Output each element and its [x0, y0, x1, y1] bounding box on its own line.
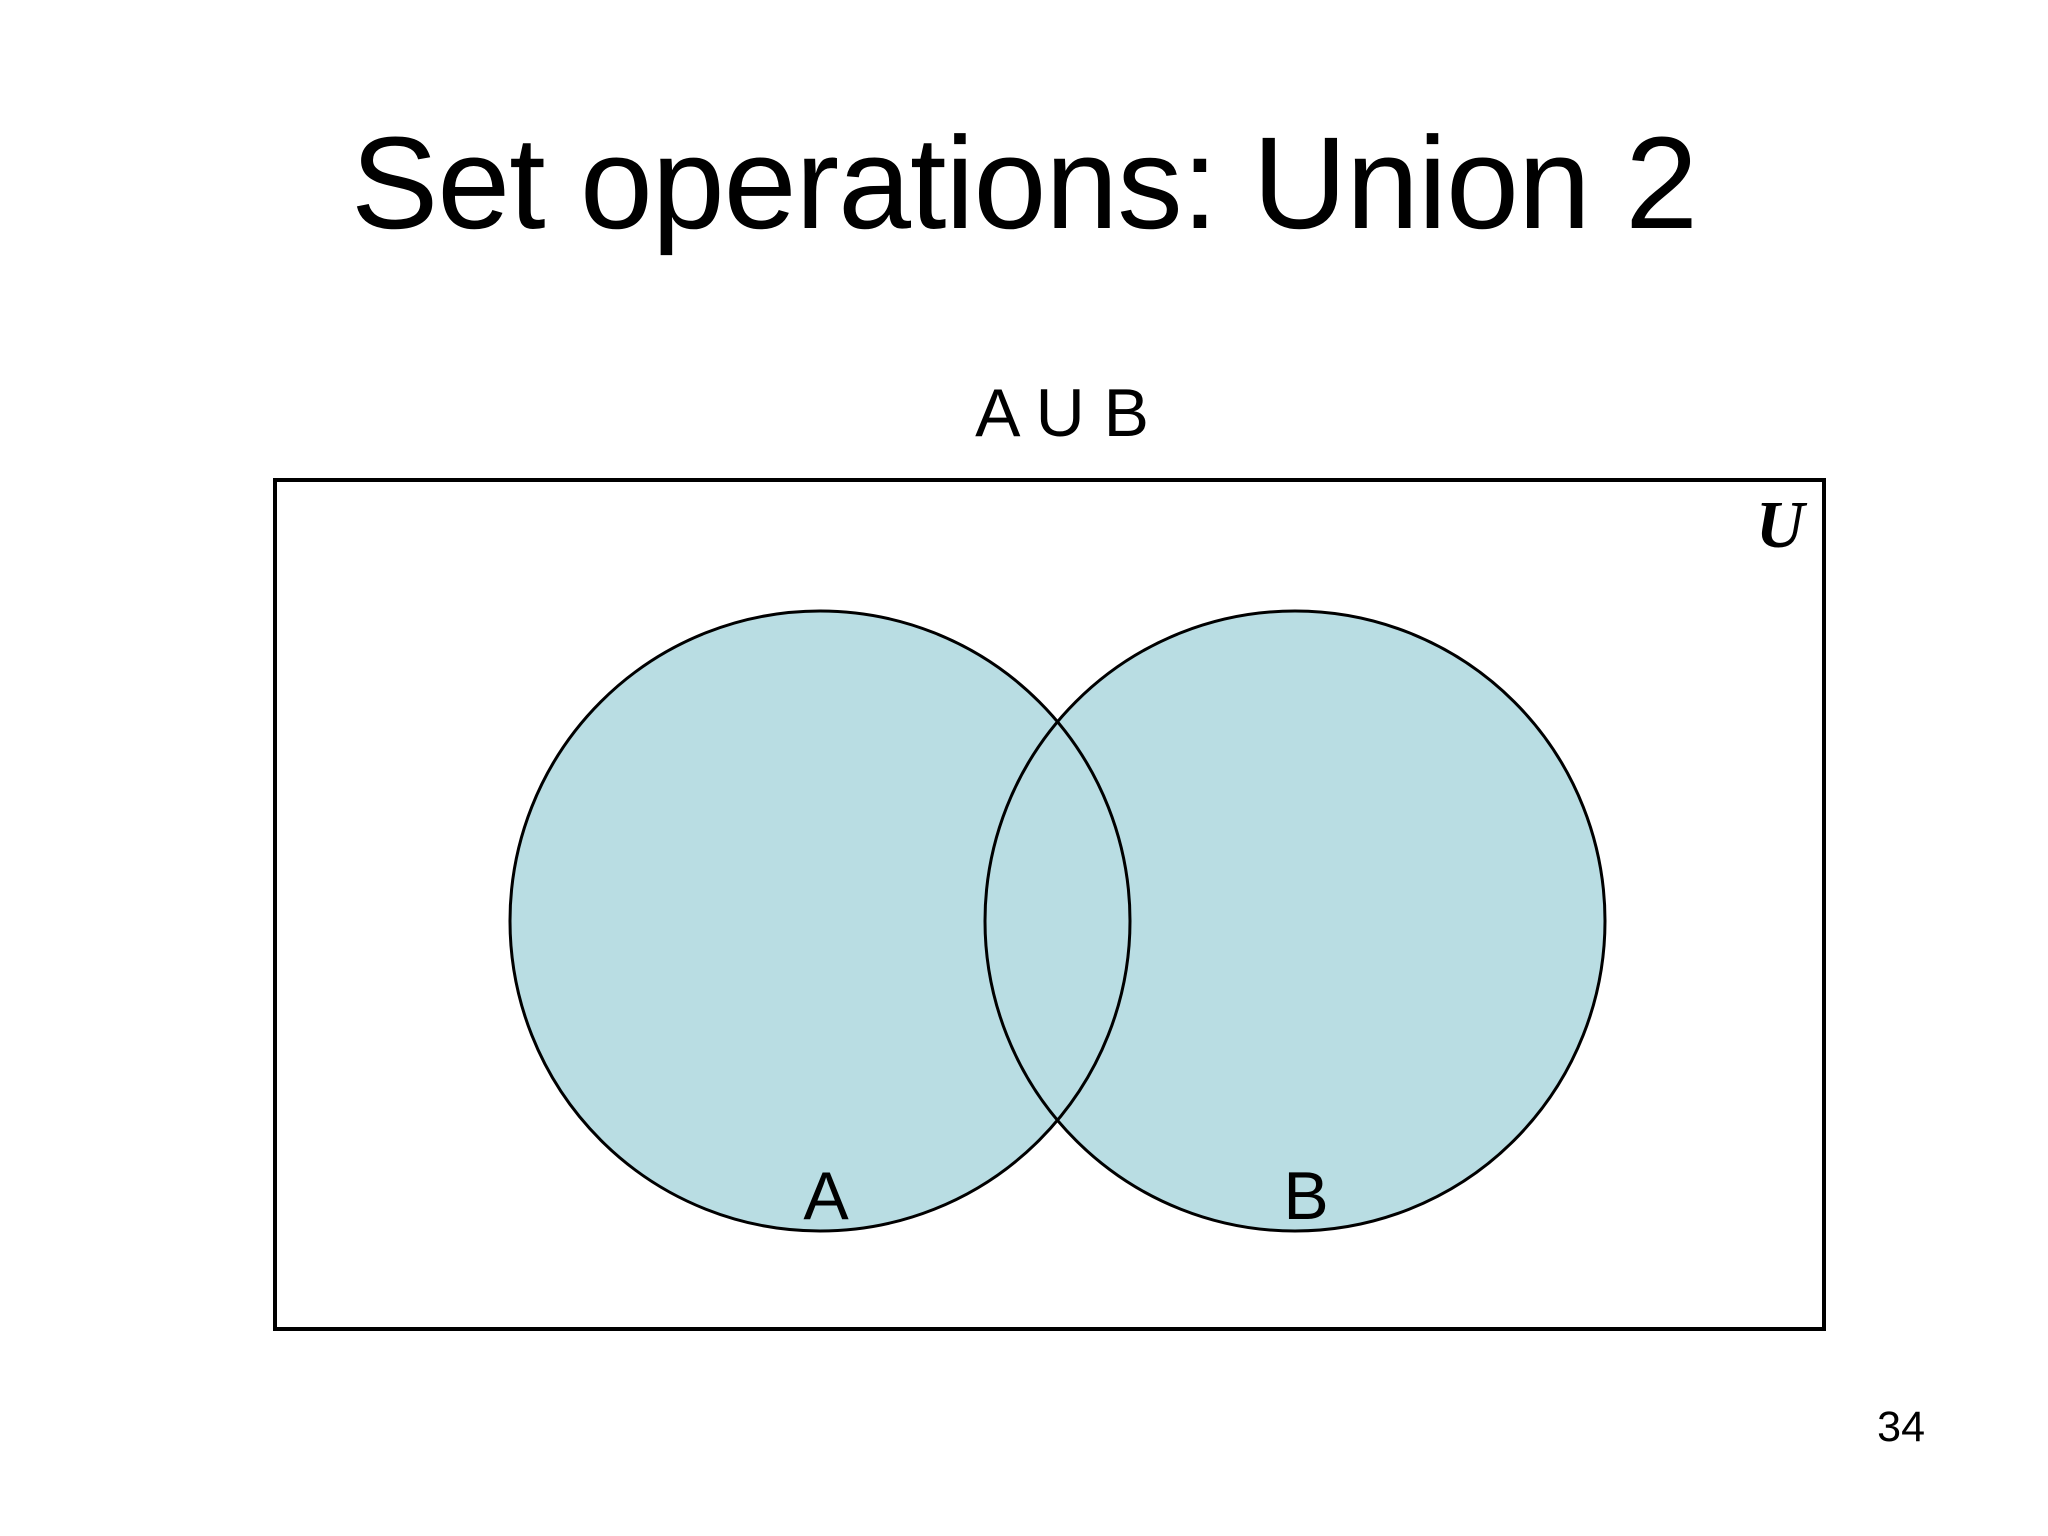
slide-title: Set operations: Union 2: [350, 109, 1698, 256]
set-a-label: A: [803, 1158, 849, 1234]
set-a-circle-fill: [510, 611, 1130, 1231]
venn-diagram: [273, 478, 1826, 1331]
page-number: 34: [1877, 1403, 1925, 1451]
venn-diagram-canvas: [273, 478, 1826, 1331]
universe-rect: [273, 478, 1826, 1331]
set-b-circle-outline: [983, 609, 1607, 1233]
union-expression-label: A U B: [975, 375, 1149, 451]
set-b-circle-fill: [985, 611, 1605, 1231]
universe-set-label: U: [1756, 488, 1805, 562]
set-b-label: B: [1283, 1158, 1329, 1234]
set-a-circle-outline: [508, 609, 1132, 1233]
